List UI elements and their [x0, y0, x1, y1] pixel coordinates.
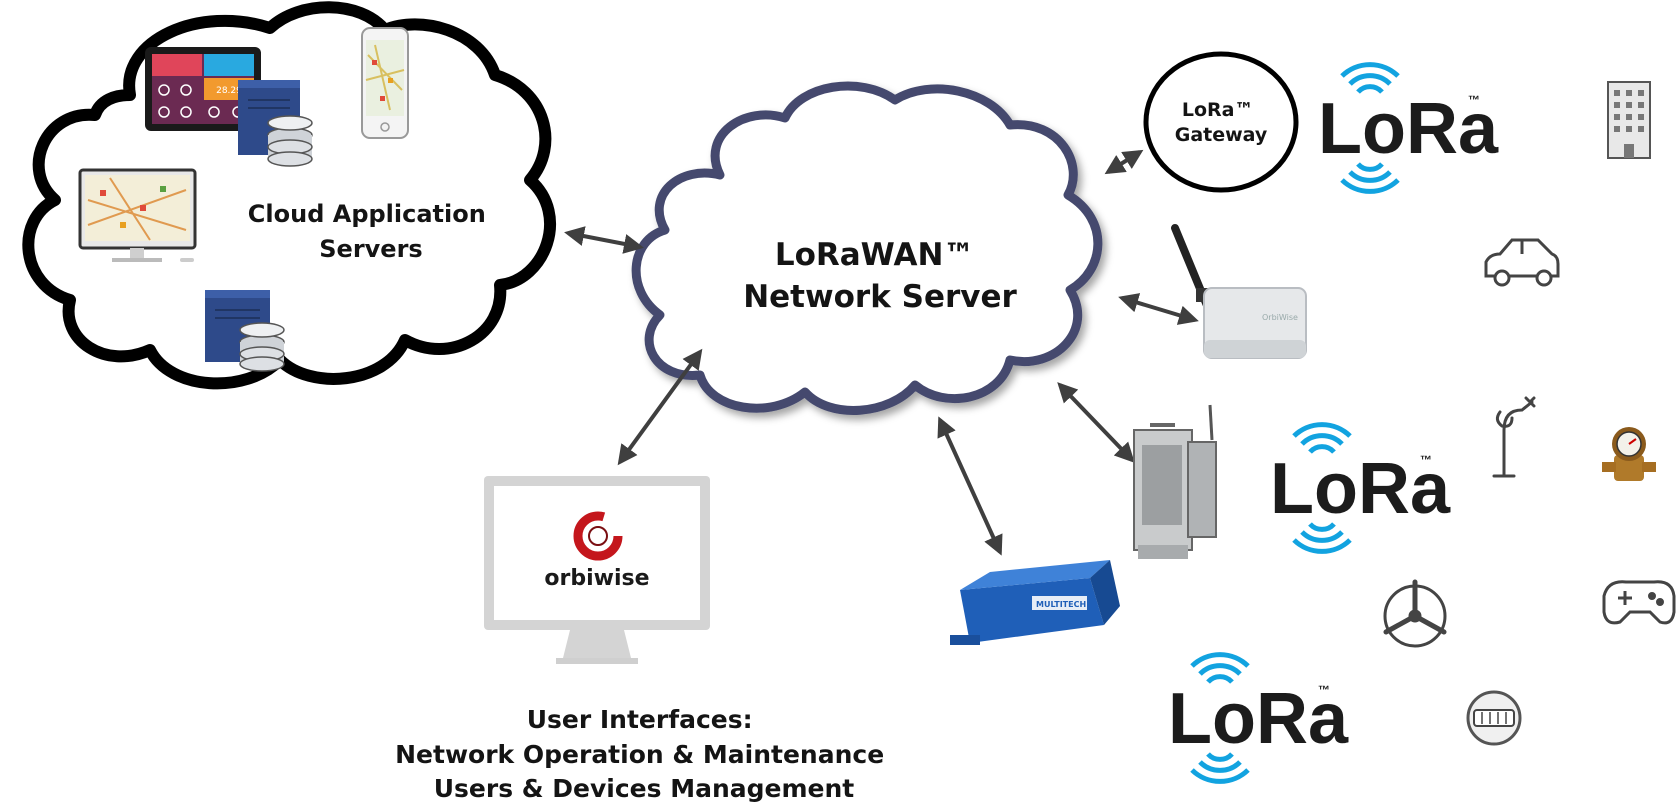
svg-text:LoRaWAN™ Network Server: LoRaWAN™ Network Server [743, 237, 1017, 315]
indoor-gateway-brand: OrbiWise [1262, 313, 1298, 322]
server-database-icon-2 [205, 290, 285, 372]
lora-logo-2: LoRa ™ [1270, 425, 1451, 552]
orbiwise-brand: orbiwise [544, 566, 649, 591]
network-server-line2: Network Server [743, 279, 1017, 315]
arrow-network-to-indoor-gateway [1118, 293, 1199, 325]
network-server: LoRaWAN™ Network Server [631, 81, 1103, 415]
arrow-cloud-to-network [564, 226, 644, 254]
connection-arrows [564, 149, 1199, 556]
multitech-gateway-device-icon: MULTITECH [950, 560, 1120, 645]
outdoor-gateway-device-icon [1133, 404, 1217, 559]
gateway-circle [1143, 51, 1299, 193]
car-icon [1484, 238, 1560, 287]
lora-logo-1: LoRa ™ [1318, 65, 1499, 192]
lora-gateway: LoRa™ Gateway [1143, 51, 1299, 193]
desktop-monitor-map-icon [78, 168, 197, 262]
indoor-gateway-device-icon: OrbiWise [1171, 224, 1307, 359]
svg-text:Cloud Application Server: Cloud Application Servers [248, 200, 494, 263]
tablet-dashboard-icon: 28.29 [145, 47, 261, 131]
cloud-application-servers: 28.29 [22, 1, 556, 390]
arrow-network-to-outdoor-gateway [1057, 382, 1135, 463]
smartphone-map-icon [361, 27, 409, 139]
ui-caption-line3: Users & Devices Management [434, 774, 855, 803]
gamepad-icon [1602, 580, 1676, 625]
dashboard-tile-value: 28.29 [216, 86, 242, 96]
water-meter-icon [1602, 427, 1656, 481]
server-database-icon [238, 80, 313, 167]
lora-logo-tm-3: ™ [1318, 683, 1330, 697]
gateway-line1: LoRa™ [1182, 99, 1254, 121]
arrow-network-to-gateway [1104, 149, 1144, 175]
user-interfaces-caption: User Interfaces: Network Operation & Mai… [395, 705, 893, 803]
building-icon [1607, 81, 1651, 159]
user-interface-monitor: orbiwise [484, 476, 710, 664]
cloud-app-title-line1: Cloud Application [248, 200, 486, 228]
lora-logo-text-2: LoRa [1270, 449, 1451, 529]
network-server-cloud-shape [631, 81, 1103, 415]
ui-caption-line1: User Interfaces: [527, 705, 753, 734]
ui-caption-line2: Network Operation & Maintenance [395, 740, 884, 769]
gateway-line2: Gateway [1175, 124, 1268, 146]
multitech-brand: MULTITECH [1036, 600, 1086, 609]
streetlight-icon [1492, 396, 1536, 478]
meter-icon [1466, 690, 1522, 746]
lora-logo-tm-1: ™ [1468, 93, 1480, 107]
svg-text:LoRa™ Gateway: LoRa™ Gateway [1175, 99, 1268, 146]
lora-logo-text-3: LoRa [1168, 679, 1349, 759]
orbiwise-logo-icon [573, 511, 623, 561]
arrow-network-to-multitech [937, 416, 1003, 556]
wind-turbine-icon [1383, 579, 1447, 648]
arrow-network-to-ui [617, 348, 703, 466]
cloud-app-title-line2: Servers [319, 235, 422, 263]
lora-logo-3: LoRa ™ [1168, 655, 1349, 782]
lora-logo-text-1: LoRa [1318, 89, 1499, 169]
network-server-line1: LoRaWAN™ [775, 237, 975, 273]
lora-logo-tm-2: ™ [1420, 453, 1432, 467]
